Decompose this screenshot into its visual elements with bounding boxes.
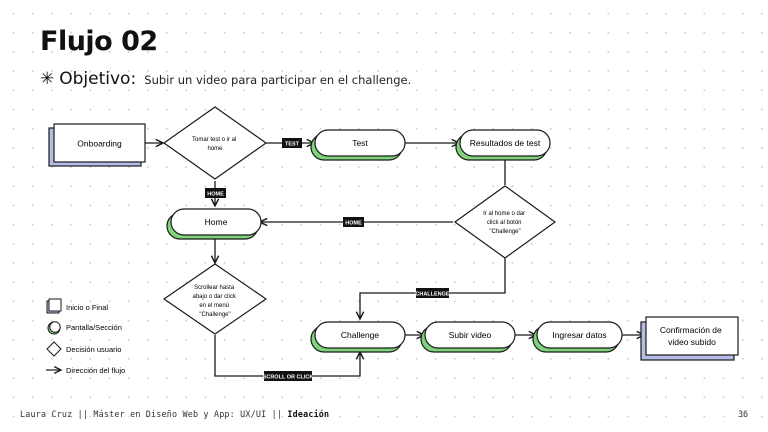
edge-label-test: TEST (282, 138, 302, 148)
node-test: Test (310, 129, 406, 161)
node-onboarding: Onboarding (48, 123, 146, 167)
node-decision-test-home: Tomar test o ir al home (162, 106, 268, 180)
sparkle-icon: ✳ (40, 69, 55, 89)
legend-screen-label: Pantalla/Sección (66, 323, 122, 332)
svg-text:Test: Test (352, 138, 368, 148)
svg-text:Ir al home o dar click a: Ir al home o dar click al botón "Challen… (483, 211, 527, 235)
svg-text:SCROLL OR CLICK: SCROLL OR CLICK (263, 375, 314, 381)
edge-label-home-down: HOME (205, 188, 226, 198)
legend-screen-icon (47, 321, 61, 335)
node-upload-video: Subir video (420, 321, 516, 353)
legend-decision-icon (46, 341, 62, 357)
svg-text:Resultados de test: Resultados de test (470, 138, 541, 148)
page-number: 36 (738, 409, 749, 419)
svg-text:CHALLENGE: CHALLENGE (415, 292, 450, 298)
node-decision-scroll: Scrollear hasta abajo o dar click en el … (162, 263, 268, 335)
svg-text:HOME: HOME (345, 221, 362, 227)
legend: Inicio o Final Pantalla/Sección Decisión… (46, 298, 125, 375)
edge-label-challenge: CHALLENGE (415, 288, 450, 298)
legend-start-end-icon (46, 298, 62, 314)
edge-label-home-left: HOME (343, 217, 364, 227)
legend-direction-label: Dirección del flujo (66, 366, 125, 375)
footer-section: Ideación (287, 409, 330, 419)
svg-text:HOME: HOME (207, 192, 224, 198)
objective-line: ✳Objetivo: Subir un video para participa… (40, 69, 411, 89)
svg-text:Tomar test o ir al home: Tomar test o ir al home (192, 137, 238, 152)
objective-text: Subir un video para participar en el cha… (144, 73, 412, 87)
svg-text:Onboarding: Onboarding (77, 139, 122, 149)
node-decision-home-challenge: Ir al home o dar click al botón "Challen… (453, 185, 557, 259)
footer-credits: Laura Cruz || Máster en Diseño Web y App… (20, 409, 329, 419)
slide-title: Flujo 02 (40, 26, 158, 57)
legend-start-end-label: Inicio o Final (66, 303, 108, 312)
svg-text:Challenge: Challenge (341, 330, 380, 340)
node-home: Home (166, 208, 262, 240)
svg-text:Confirmación de video su: Confirmación de video subido (660, 325, 724, 347)
node-enter-data: Ingresar datos (532, 321, 623, 353)
svg-text:TEST: TEST (285, 142, 300, 148)
footer-author: Laura Cruz || Máster en Diseño Web y App… (20, 409, 288, 419)
svg-text:Home: Home (205, 217, 228, 227)
node-challenge: Challenge (310, 321, 406, 353)
svg-text:Ingresar datos: Ingresar datos (552, 330, 606, 340)
edge-label-scroll-or-click: SCROLL OR CLICK (263, 371, 314, 381)
node-confirmation: Confirmación de video subido (640, 316, 739, 361)
legend-decision-label: Decisión usuario (66, 345, 121, 354)
objective-label: Objetivo: (59, 69, 137, 89)
svg-text:Subir video: Subir video (449, 330, 492, 340)
svg-text:Scrollear hasta abajo o: Scrollear hasta abajo o dar click en el … (192, 285, 237, 318)
node-test-results: Resultados de test (455, 129, 551, 161)
